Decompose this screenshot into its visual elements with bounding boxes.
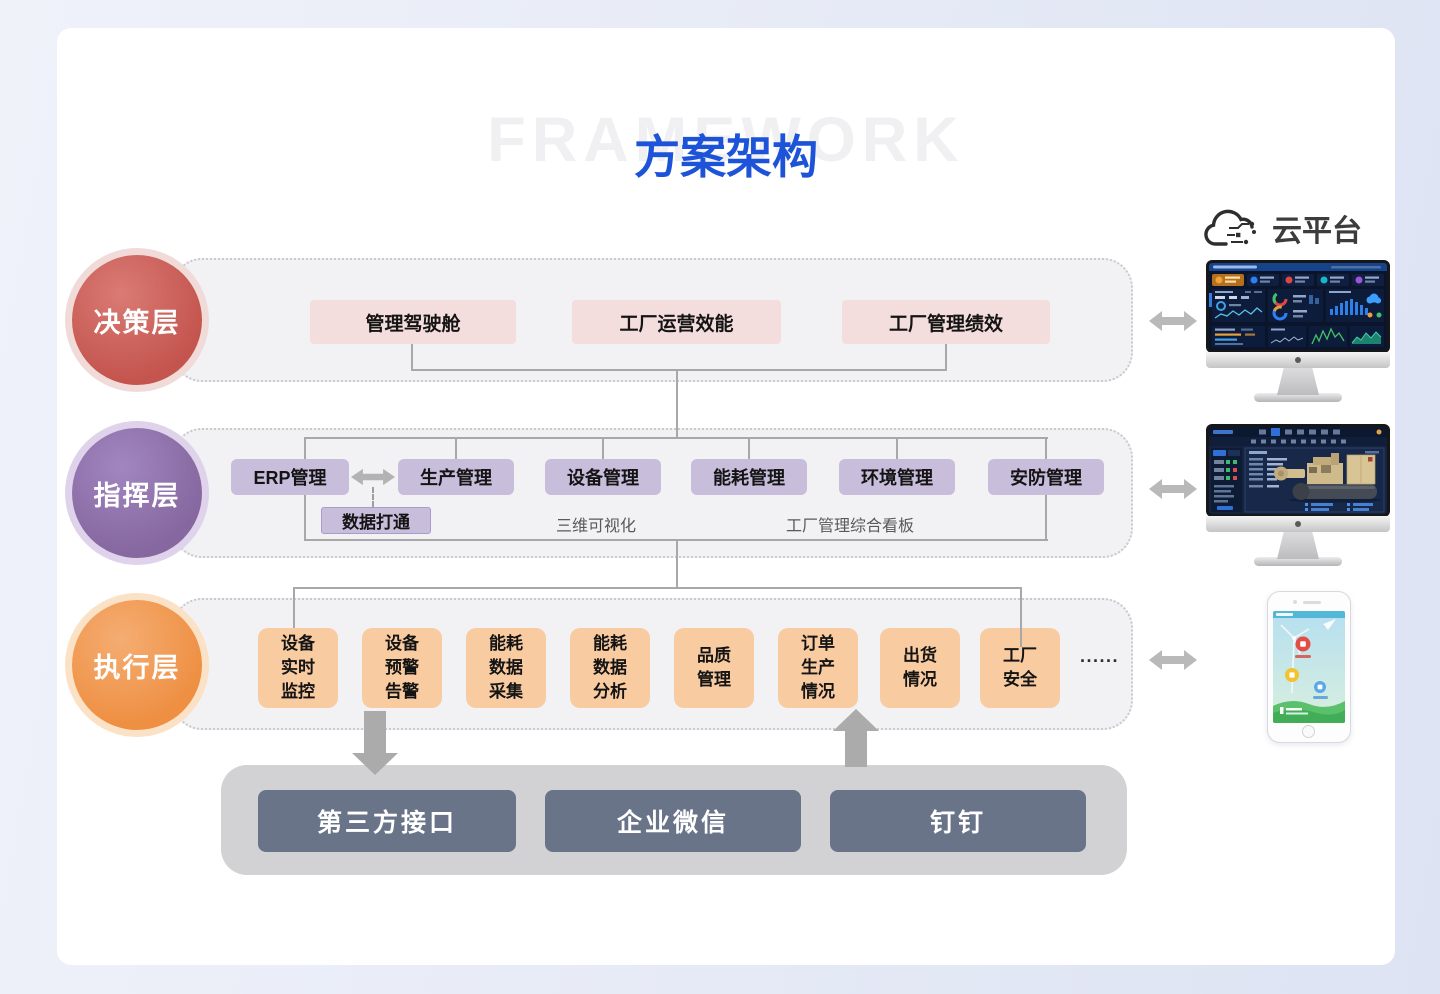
caption-factory-dashboard: 工厂管理综合看板 bbox=[786, 518, 915, 535]
dashboard-screenshot bbox=[1206, 260, 1390, 353]
decision-node-box: 管理驾驶舱 bbox=[310, 300, 516, 344]
execution-layer-badge: 执行层 bbox=[72, 600, 202, 730]
connector-stub bbox=[602, 437, 604, 461]
connector-line bbox=[411, 344, 413, 371]
watermark-text: FRAMEWORK bbox=[487, 105, 965, 175]
monitor-stand bbox=[1277, 532, 1319, 559]
execution-node-box: 品质 管理 bbox=[674, 628, 754, 708]
phone-home-button bbox=[1302, 725, 1315, 738]
decision-layer-label: 决策层 bbox=[93, 307, 181, 338]
integration-node-box: 企业微信 bbox=[545, 790, 801, 852]
execution-node-box: 能耗 数据 采集 bbox=[466, 628, 546, 708]
bracket-drop-right bbox=[1020, 587, 1022, 647]
equipment-3d-screenshot bbox=[1206, 424, 1390, 517]
command-layer-label: 指挥层 bbox=[93, 480, 181, 511]
connector-stub bbox=[896, 437, 898, 461]
phone-camera bbox=[1293, 600, 1297, 604]
desktop-monitor-2 bbox=[1206, 424, 1390, 566]
execution-node-box: 能耗 数据 分析 bbox=[570, 628, 650, 708]
bus-frame-top bbox=[304, 437, 1048, 439]
monitor-base bbox=[1254, 393, 1342, 402]
integration-node-box: 钉钉 bbox=[830, 790, 1086, 852]
command-layer-badge: 指挥层 bbox=[72, 428, 202, 558]
execution-node-box: 出货 情况 bbox=[880, 628, 960, 708]
desktop-monitor-1 bbox=[1206, 260, 1390, 402]
command-node-box: ERP管理 bbox=[231, 459, 349, 495]
decision-node-box: 工厂运营效能 bbox=[572, 300, 781, 344]
caption-3d-visualization: 三维可视化 bbox=[556, 518, 637, 535]
command-node-box: 安防管理 bbox=[988, 459, 1104, 495]
connector-line bbox=[676, 369, 678, 439]
command-node-box: 能耗管理 bbox=[691, 459, 807, 495]
connector-line bbox=[945, 344, 947, 371]
bracket-drop-left bbox=[293, 587, 295, 631]
connector-stub bbox=[748, 437, 750, 461]
up-arrow-icon bbox=[833, 709, 879, 767]
dashed-connector bbox=[372, 487, 374, 507]
monitor-stand bbox=[1277, 368, 1319, 395]
down-arrow-icon bbox=[352, 711, 398, 775]
bidirectional-arrow-icon bbox=[351, 468, 395, 486]
command-node-box: 生产管理 bbox=[398, 459, 514, 495]
page-title: 方案架构 bbox=[634, 131, 818, 183]
data-link-box: 数据打通 bbox=[321, 507, 431, 534]
monitor-chin bbox=[1206, 352, 1390, 368]
bidirectional-arrow-icon bbox=[1149, 650, 1197, 670]
more-items-ellipsis: ...... bbox=[1080, 646, 1120, 666]
bidirectional-arrow-icon bbox=[1149, 479, 1197, 499]
execution-layer-label: 执行层 bbox=[93, 652, 181, 683]
integration-node-box: 第三方接口 bbox=[258, 790, 516, 852]
bidirectional-arrow-icon bbox=[1149, 311, 1197, 331]
decision-node-box: 工厂管理绩效 bbox=[842, 300, 1050, 344]
bracket-line bbox=[293, 587, 1022, 589]
cloud-platform-label: 云平台 bbox=[1272, 215, 1362, 248]
connector-stub bbox=[455, 437, 457, 461]
connector-line bbox=[411, 369, 947, 371]
decision-layer-badge: 决策层 bbox=[72, 255, 202, 385]
bus-frame-bottom bbox=[304, 539, 1048, 541]
connector-line bbox=[676, 541, 678, 588]
phone-speaker bbox=[1303, 601, 1321, 604]
execution-node-box: 订单 生产 情况 bbox=[778, 628, 858, 708]
command-node-box: 设备管理 bbox=[545, 459, 661, 495]
smartphone bbox=[1267, 591, 1351, 743]
mobile-app-screenshot bbox=[1273, 611, 1345, 723]
monitor-base bbox=[1254, 557, 1342, 566]
command-node-box: 环境管理 bbox=[839, 459, 955, 495]
execution-node-box: 设备 预警 告警 bbox=[362, 628, 442, 708]
monitor-chin bbox=[1206, 516, 1390, 532]
execution-node-box: 设备 实时 监控 bbox=[258, 628, 338, 708]
cloud-circuit-icon bbox=[1204, 209, 1256, 246]
